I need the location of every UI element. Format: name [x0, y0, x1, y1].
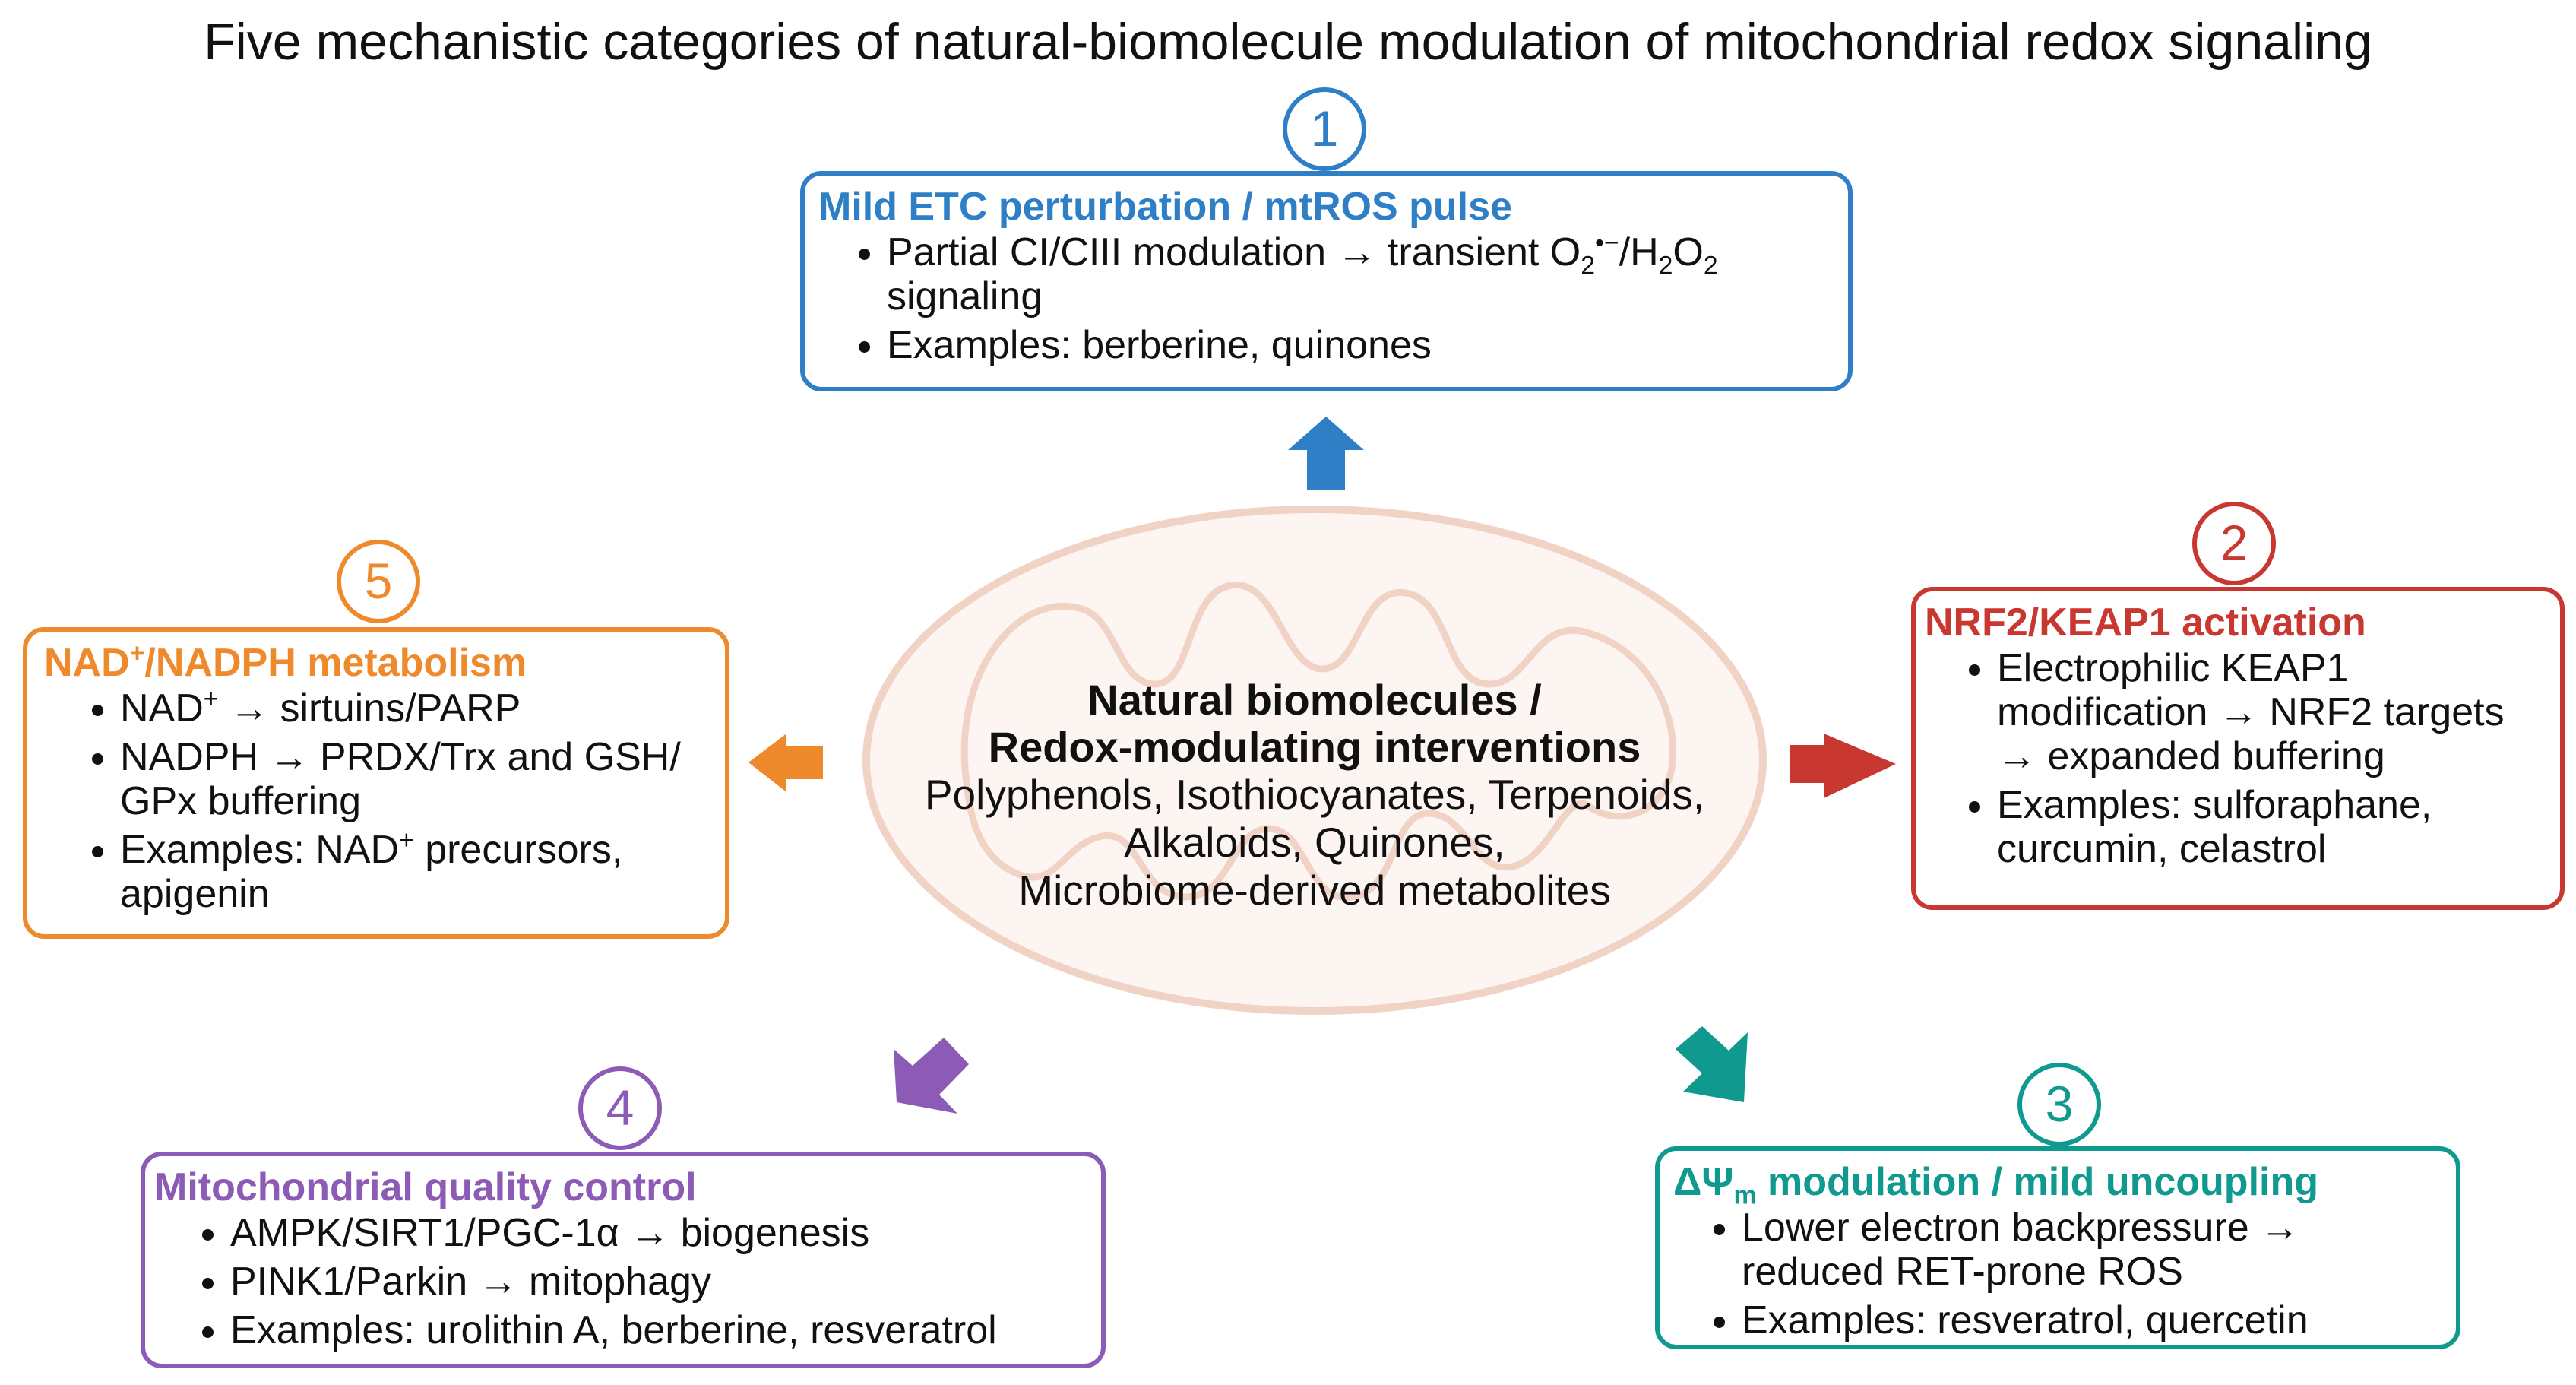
center-heading-line2: Redox-modulating interventions — [988, 723, 1641, 771]
box4-bullet3: Examples: urolithin A, berberine, resver… — [230, 1308, 1086, 1352]
arrow-left-icon — [748, 734, 823, 792]
box-delta-psi-modulation: ΔΨm modulation / mild uncoupling Lower e… — [1655, 1146, 2460, 1349]
box3-bullet2: Examples: resveratrol, quercetin — [1742, 1298, 2441, 1342]
box4-bullet2: PINK1/Parkin → mitophagy — [230, 1260, 1086, 1304]
box1-bullet2: Examples: berberine, quinones — [887, 323, 1833, 367]
center-line1: Polyphenols, Isothiocyanates, Terpenoids… — [924, 771, 1705, 818]
badge-4: 4 — [578, 1066, 662, 1150]
center-line3: Microbiome-derived metabolites — [1018, 867, 1611, 914]
box-mild-etc-perturbation: Mild ETC perturbation / mtROS pulse Part… — [800, 171, 1853, 391]
badge-3: 3 — [2017, 1063, 2101, 1146]
box-nad-nadph-metabolism: NAD+/NADPH metabolism NAD+ → sirtuins/PA… — [23, 627, 729, 939]
box-nrf2-keap1-activation: NRF2/KEAP1 activation Electrophilic KEAP… — [1911, 587, 2565, 910]
arrow-right-icon — [1824, 734, 1896, 798]
box5-bullet3: Examples: NAD+ precursors,apigenin — [120, 828, 710, 916]
arrow-up-icon — [1288, 417, 1364, 490]
box-mitochondrial-quality-control: Mitochondrial quality control AMPK/SIRT1… — [141, 1152, 1106, 1368]
badge-1: 1 — [1283, 87, 1366, 171]
box3-title: ΔΨm modulation / mild uncoupling — [1673, 1160, 2318, 1210]
center-line2: Alkaloids, Quinones, — [1124, 819, 1505, 866]
box5-bullet1: NAD+ → sirtuins/PARP — [120, 686, 710, 731]
box3-bullet1: Lower electron backpressure →reduced RET… — [1742, 1206, 2441, 1294]
box2-bullet2: Examples: sulforaphane,curcumin, celastr… — [1997, 783, 2545, 871]
arrow-down-left-icon — [894, 1038, 969, 1114]
figure-title: Five mechanistic categories of natural-b… — [204, 13, 2372, 71]
badge-2: 2 — [2192, 502, 2276, 585]
box4-bullet1: AMPK/SIRT1/PGC-1α → biogenesis — [230, 1211, 1086, 1255]
box4-title: Mitochondrial quality control — [154, 1165, 697, 1209]
center-label: Natural biomolecules / Redox-modulating … — [828, 677, 1801, 914]
box5-bullet2: NADPH → PRDX/Trx and GSH/GPx buffering — [120, 735, 710, 823]
box1-title: Mild ETC perturbation / mtROS pulse — [818, 185, 1512, 229]
box5-title: NAD+/NADPH metabolism — [44, 639, 527, 685]
badge-5: 5 — [337, 540, 420, 623]
box1-bullet1: Partial CI/CIII modulation → transient O… — [887, 230, 1833, 319]
mitochondrion-icon — [862, 506, 1767, 1015]
center-heading-line1: Natural biomolecules / — [1087, 676, 1542, 724]
arrow-down-right-icon — [1676, 1026, 1748, 1102]
box2-title: NRF2/KEAP1 activation — [1925, 601, 2366, 645]
